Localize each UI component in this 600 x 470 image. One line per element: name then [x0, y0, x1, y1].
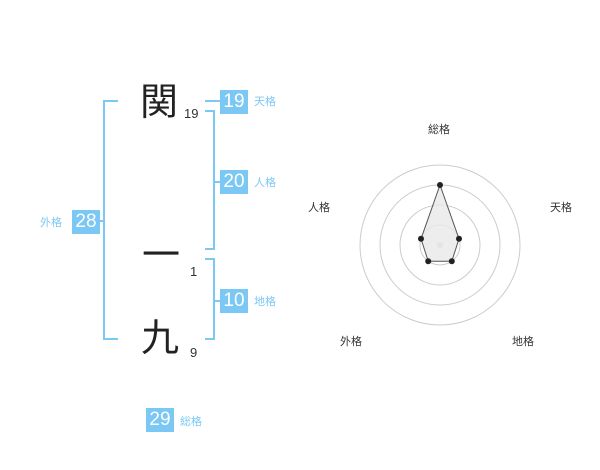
chikaku-bracket-top [205, 258, 215, 260]
chikaku-bracket-bottom [205, 338, 215, 340]
gaikaku-value-badge: 28 [72, 210, 100, 234]
radar-axis-label-soukaku: 総格 [428, 123, 450, 136]
radar-axis-label-tenkaku: 天格 [550, 201, 572, 214]
jinkaku-bracket-vertical [213, 110, 215, 250]
tenkaku-value-badge: 19 [220, 90, 248, 114]
radar-point-soukaku [437, 182, 443, 188]
radar-point-jinkaku [418, 235, 424, 242]
surname-stroke-count: 19 [184, 106, 199, 121]
radar-score-polygon [420, 183, 460, 262]
radar-ring-4 [359, 164, 521, 326]
given-name-1-stroke-count: 1 [190, 264, 198, 279]
soukaku-value-badge: 29 [146, 408, 174, 432]
gaikaku-bracket-vertical [103, 100, 105, 340]
tenkaku-connector [205, 100, 220, 102]
radar-point-tenkaku [456, 235, 462, 242]
chikaku-bracket-vertical [213, 258, 215, 340]
chikaku-value-badge: 10 [220, 289, 248, 313]
jinkaku-connector [215, 181, 220, 183]
radar-point-chikaku [448, 258, 455, 265]
chikaku-connector [215, 300, 220, 302]
radar-point-gaikaku [425, 258, 432, 265]
gaikaku-bracket-top [103, 100, 118, 102]
gaikaku-bracket-bottom [103, 338, 118, 340]
surname-character: 関 [140, 80, 179, 124]
radar-axis-label-chikaku: 地格 [512, 335, 534, 348]
fortune-radar-chart [359, 164, 521, 326]
soukaku-label: 総格 [180, 415, 202, 428]
tenkaku-label: 天格 [254, 95, 276, 108]
jinkaku-label: 人格 [254, 176, 276, 189]
given-name-character-2: 九 [141, 316, 180, 360]
gaikaku-connector [98, 220, 103, 222]
given-name-2-stroke-count: 9 [190, 345, 198, 360]
gaikaku-label: 外格 [40, 216, 62, 229]
given-name-character-1: 一 [142, 233, 181, 277]
jinkaku-value-badge: 20 [220, 170, 248, 194]
jinkaku-bracket-bottom [205, 248, 215, 250]
chikaku-label: 地格 [254, 295, 276, 308]
jinkaku-bracket-top [205, 110, 215, 112]
radar-axis-label-jinkaku: 人格 [308, 201, 330, 214]
radar-axis-label-gaikaku: 外格 [340, 335, 362, 348]
